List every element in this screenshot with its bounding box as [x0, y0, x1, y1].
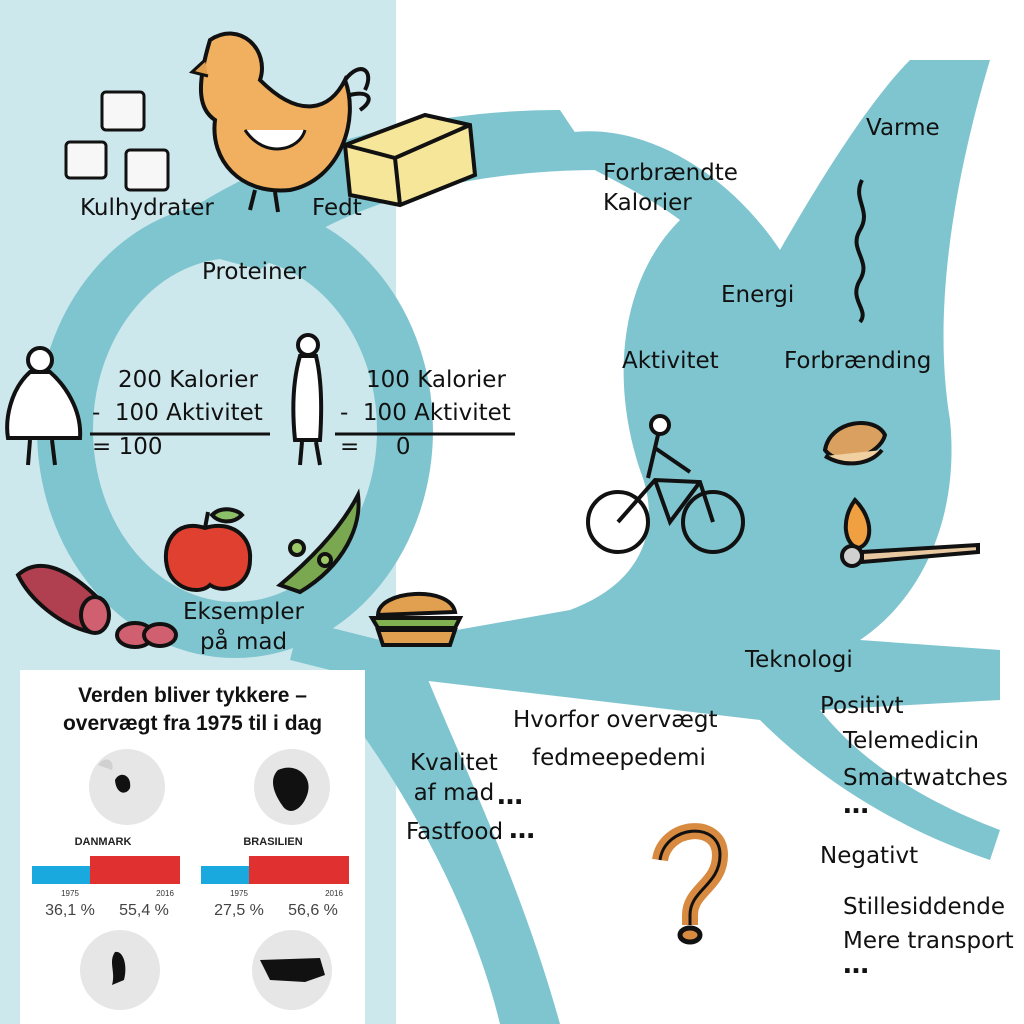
- bar-brasilien-2016: [249, 856, 349, 884]
- match-fire-icon: [822, 421, 980, 568]
- question-mark-icon: [652, 823, 729, 945]
- label-fedmeepedemi: fedmeepedemi: [532, 745, 706, 771]
- bar-denmark-2016: [90, 856, 180, 884]
- peas-icon: [276, 488, 361, 595]
- year-denmark-b: 2016: [156, 889, 174, 898]
- year-brasilien-a: 1975: [230, 889, 248, 898]
- label-positivt: Positivt: [820, 693, 904, 719]
- equation-right-line2: - 100 Aktivitet: [340, 400, 511, 426]
- bar-brasilien-1975: [201, 866, 249, 884]
- label-proteiner: Proteiner: [202, 259, 307, 285]
- label-eksempler-pa-mad: Eksempler på mad: [183, 599, 304, 655]
- equation-left-line1: 200 Kalorier: [118, 367, 258, 393]
- label-energi: Energi: [721, 282, 795, 308]
- ellipsis-positive: …: [843, 790, 869, 820]
- year-brasilien-b: 2016: [325, 889, 343, 898]
- label-aktivitet: Aktivitet: [622, 348, 719, 374]
- bicycle-icon: [586, 414, 745, 554]
- pct-denmark-a: 36,1 %: [45, 902, 95, 919]
- person-wide-icon: [5, 346, 83, 466]
- obesity-infographic-card: Verden bliver tykkere – overvægt fra 197…: [20, 670, 365, 1024]
- equation-left-line3: = 100: [92, 434, 163, 460]
- lower-branch: [330, 650, 560, 1024]
- label-fedt: Fedt: [312, 195, 362, 221]
- heat-wave-icon: [854, 179, 866, 324]
- globe-brasilien-icon: [254, 749, 330, 825]
- infographic-title: Verden bliver tykkere – overvægt fra 197…: [62, 684, 323, 735]
- year-denmark-a: 1975: [61, 889, 79, 898]
- pct-brasilien-b: 56,6 %: [288, 902, 338, 919]
- label-varme: Varme: [866, 115, 940, 141]
- salami-icon: [15, 564, 178, 649]
- globe-usa-icon: [252, 930, 332, 1010]
- sugar-cubes-icon: [64, 90, 170, 192]
- label-kulhydrater: Kulhydrater: [80, 195, 214, 221]
- label-mere-transport: Mere transport: [843, 928, 1014, 954]
- butter-icon: [342, 112, 478, 208]
- apple-icon: [163, 507, 253, 592]
- burger-icon: [368, 592, 464, 647]
- country-name-brasilien: BRASILIEN: [243, 836, 303, 848]
- equation-right-line3: = 0: [340, 434, 411, 460]
- label-forbraendte-kalorier: Forbrændte Kalorier: [603, 160, 738, 216]
- globe-storbritannien-icon: [80, 930, 160, 1010]
- globe-denmark-icon: [89, 749, 165, 825]
- label-forbraending: Forbrænding: [784, 348, 932, 374]
- label-kvalitet-af-mad: Kvalitet af mad: [410, 750, 498, 806]
- label-hvorfor-overvaegt: Hvorfor overvægt: [513, 707, 718, 733]
- chicken-icon: [188, 31, 371, 213]
- right-body: [400, 60, 1000, 860]
- pct-brasilien-a: 27,5 %: [214, 902, 264, 919]
- country-name-denmark: DANMARK: [74, 836, 132, 848]
- equation-left-line2: - 100 Aktivitet: [92, 400, 263, 426]
- label-fastfood: Fastfood: [406, 819, 504, 845]
- label-teknologi: Teknologi: [745, 647, 853, 673]
- equation-right-line1: 100 Kalorier: [366, 367, 506, 393]
- person-thin-icon: [291, 333, 324, 466]
- label-negativt: Negativt: [820, 843, 919, 869]
- infographic-maps: [80, 749, 332, 1010]
- label-smartwatches: Smartwatches: [843, 765, 1008, 791]
- label-stillesiddende: Stillesiddende: [843, 894, 1005, 920]
- label-telemedicin: Telemedicin: [843, 728, 979, 754]
- ellipsis-kvalitet: …: [497, 781, 523, 811]
- ellipsis-negative: …: [843, 950, 869, 980]
- ellipsis-fastfood: …: [509, 815, 535, 845]
- pct-denmark-b: 55,4 %: [119, 902, 169, 919]
- branch-joint: [290, 620, 420, 690]
- bar-denmark-1975: [32, 866, 90, 884]
